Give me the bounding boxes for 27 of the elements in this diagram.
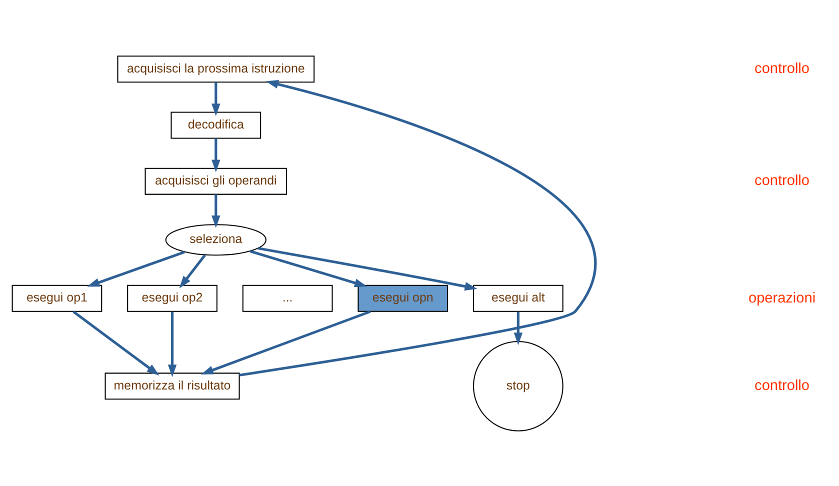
arrow: [87, 250, 185, 286]
arrow: [168, 311, 177, 377]
node-box: ...: [242, 284, 333, 312]
node-ellipse: seleziona: [165, 224, 266, 256]
arrow: [250, 250, 368, 287]
node-box: esegui op2: [127, 284, 218, 312]
arrow: [212, 194, 220, 228]
arrow: [179, 254, 206, 288]
node-box: acquisisci gli operandi: [144, 167, 288, 194]
node-box: acquisisci la prossima istruzione: [117, 55, 315, 82]
node-box: esegui alt: [473, 284, 564, 312]
arrow: [239, 79, 596, 376]
label: controllo: [754, 378, 810, 394]
arrow: [200, 310, 371, 374]
arrow: [72, 310, 160, 375]
node-box: esegui opn: [358, 284, 448, 312]
node-circle: stop: [473, 340, 564, 431]
node-box: decodifica: [170, 111, 262, 138]
node-box: memorizza il risultato: [104, 372, 240, 400]
label: controllo: [754, 60, 810, 76]
arrow: [514, 311, 523, 345]
arrow: [212, 138, 220, 172]
arrow: [212, 82, 220, 116]
label: operazioni: [748, 290, 816, 306]
arrow: [258, 246, 478, 290]
label: controllo: [754, 172, 810, 189]
node-box: esegui op1: [12, 284, 102, 312]
